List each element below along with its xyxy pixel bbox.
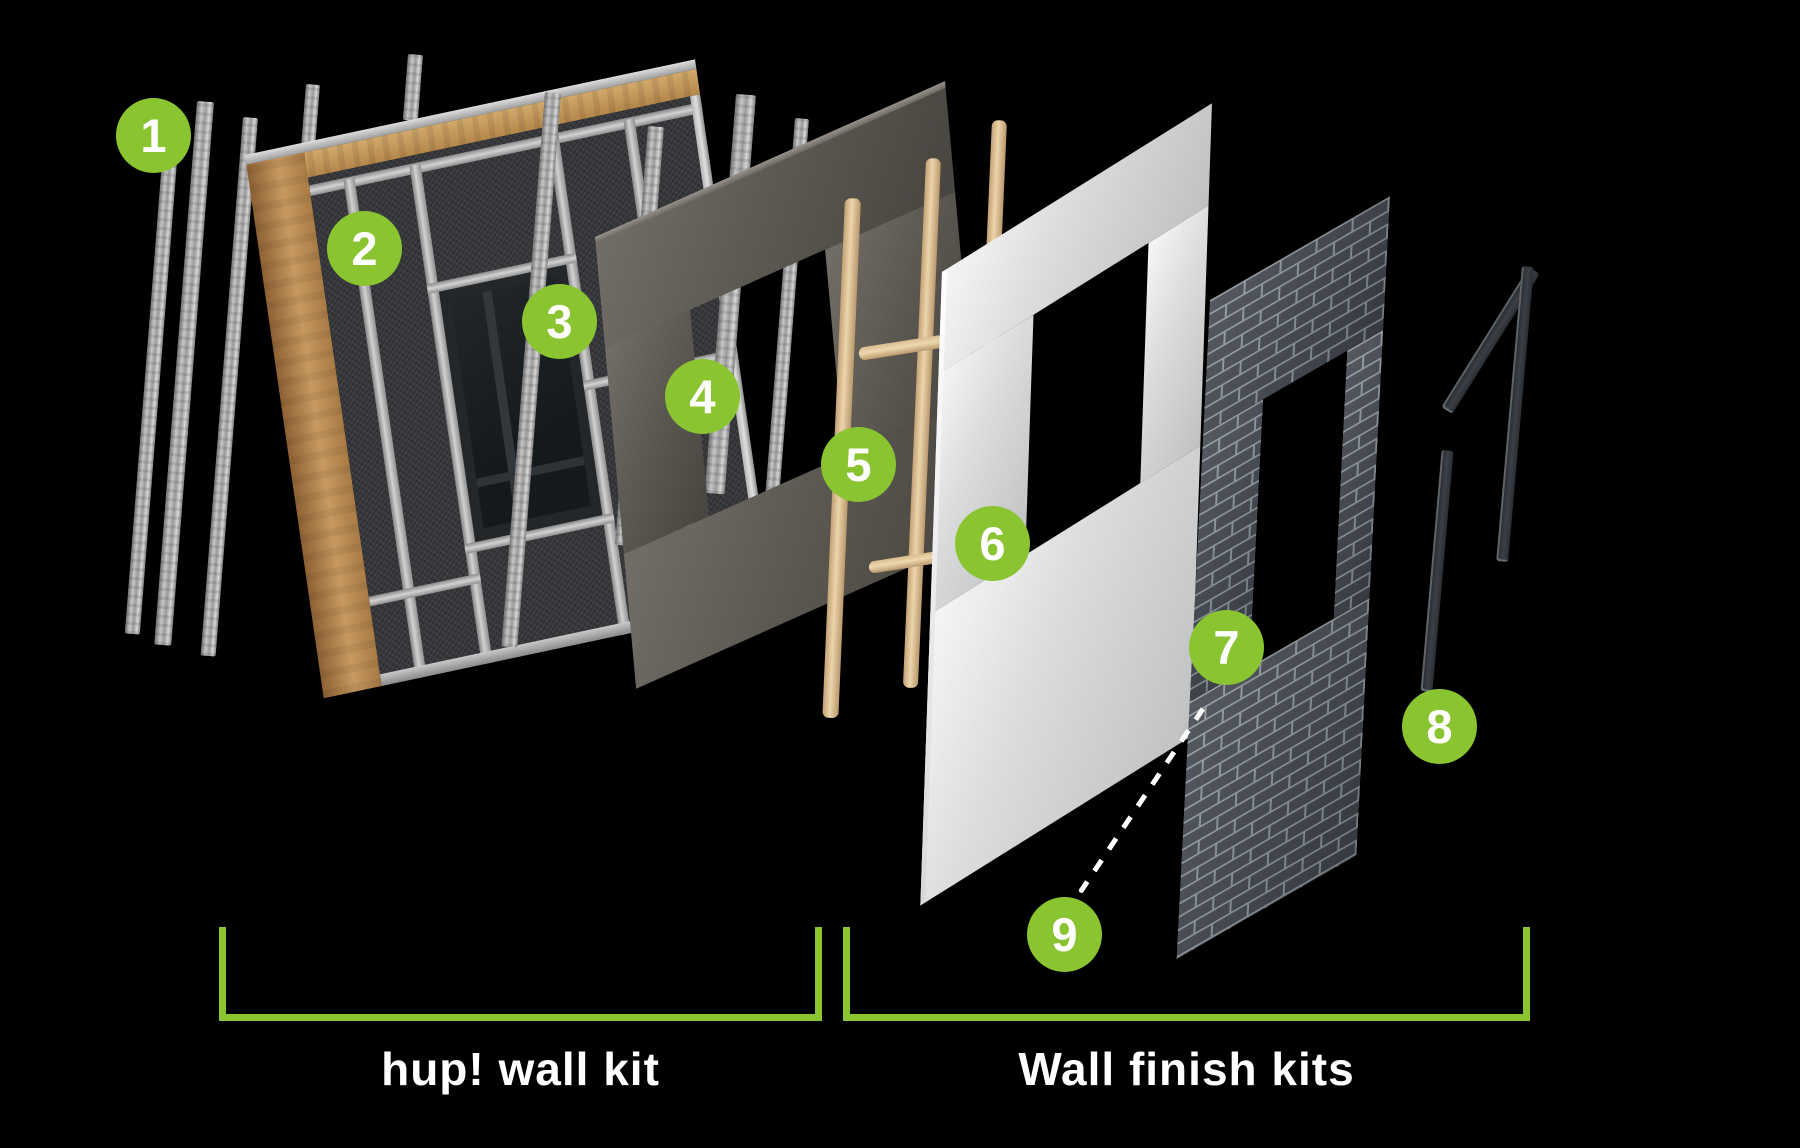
brick-panel-top xyxy=(1203,196,1390,434)
corner-trim xyxy=(1420,449,1454,693)
marker-8: 8 xyxy=(1402,689,1477,764)
marker-number: 1 xyxy=(140,109,167,162)
brick-texture xyxy=(1333,330,1384,619)
marker-number: 9 xyxy=(1051,908,1078,961)
marker-number: 7 xyxy=(1213,621,1240,674)
marker-number: 2 xyxy=(351,222,378,275)
metal-stud xyxy=(200,117,258,657)
brick-slip-panel xyxy=(1176,196,1390,960)
marker-number: 8 xyxy=(1426,700,1453,753)
marker-number: 5 xyxy=(845,438,872,491)
marker-number: 6 xyxy=(979,517,1006,570)
render-board-right xyxy=(1140,205,1209,484)
marker-6: 6 xyxy=(955,506,1030,581)
bracket-wall-finish-kits xyxy=(843,927,1530,1021)
marker-9: 9 xyxy=(1027,897,1102,972)
bracket-hup-wall-kit xyxy=(219,927,822,1021)
marker-number: 4 xyxy=(689,370,716,423)
label-wall-finish-kits: Wall finish kits xyxy=(1018,1043,1355,1095)
marker-3: 3 xyxy=(522,284,597,359)
marker-4: 4 xyxy=(665,359,740,434)
brick-panel-bottom xyxy=(1176,597,1370,960)
marker-number: 3 xyxy=(546,295,573,348)
marker-5: 5 xyxy=(821,427,896,502)
metal-stud xyxy=(402,54,423,121)
brick-panel-right xyxy=(1333,330,1384,619)
marker-2: 2 xyxy=(327,211,402,286)
metal-stud xyxy=(301,84,320,145)
marker-1: 1 xyxy=(116,98,191,173)
render-board xyxy=(920,103,1212,906)
marker-7: 7 xyxy=(1189,610,1264,685)
label-hup-wall-kit: hup! wall kit xyxy=(381,1043,660,1095)
